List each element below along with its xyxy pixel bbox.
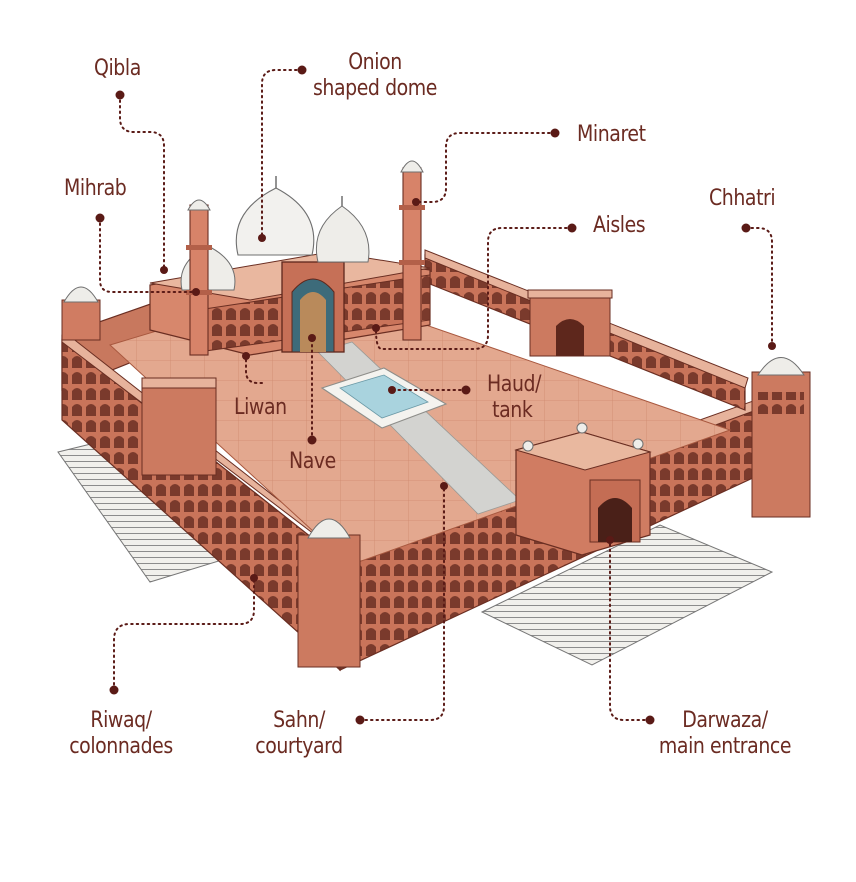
label-riwaq-line2: colonnades [69, 734, 173, 759]
label-liwan-text: Liwan [234, 395, 287, 420]
prayer-hall [149, 251, 431, 356]
label-haud-line1: Haud/ [487, 372, 542, 397]
label-nave-text: Nave [289, 449, 336, 474]
label-nave: Nave [289, 449, 336, 475]
label-mihrab-text: Mihrab [64, 176, 127, 201]
label-qibla-text: Qibla [94, 56, 141, 81]
label-chhatri: Chhatri [709, 186, 776, 212]
label-chhatri-text: Chhatri [709, 186, 776, 211]
leader-dots [95, 65, 776, 725]
label-minaret-text: Minaret [577, 122, 646, 147]
label-qibla: Qibla [94, 56, 141, 82]
label-darwaza-line2: main entrance [658, 734, 792, 759]
label-haud-line2: tank [492, 398, 533, 423]
label-darwaza-line1: Darwaza/ [682, 708, 768, 733]
label-aisles: Aisles [593, 213, 646, 239]
minarets [186, 160, 425, 356]
leader-lines [99, 69, 773, 721]
label-sahn-line2: courtyard [255, 734, 343, 759]
label-riwaq-line1: Riwaq/ [90, 708, 152, 733]
label-onion-dome-line2: shaped dome [312, 76, 438, 101]
label-liwan: Liwan [234, 395, 287, 421]
corner-towers [61, 286, 811, 668]
label-onion-dome: Onion shaped dome [311, 50, 440, 102]
stairs-front [480, 524, 774, 666]
label-aisles-text: Aisles [593, 213, 646, 238]
label-sahn-line1: Sahn/ [273, 708, 325, 733]
label-riwaq: Riwaq/ colonnades [57, 708, 186, 760]
label-sahn: Sahn/ courtyard [243, 708, 355, 760]
haud-tank [320, 367, 448, 429]
label-minaret: Minaret [577, 122, 646, 148]
label-mihrab: Mihrab [64, 176, 127, 202]
darwaza-gate [514, 422, 652, 556]
label-haud-tank: Haud/ tank [487, 372, 541, 424]
label-onion-dome-line1: Onion [348, 50, 402, 75]
label-darwaza: Darwaza/ main entrance [652, 708, 798, 760]
